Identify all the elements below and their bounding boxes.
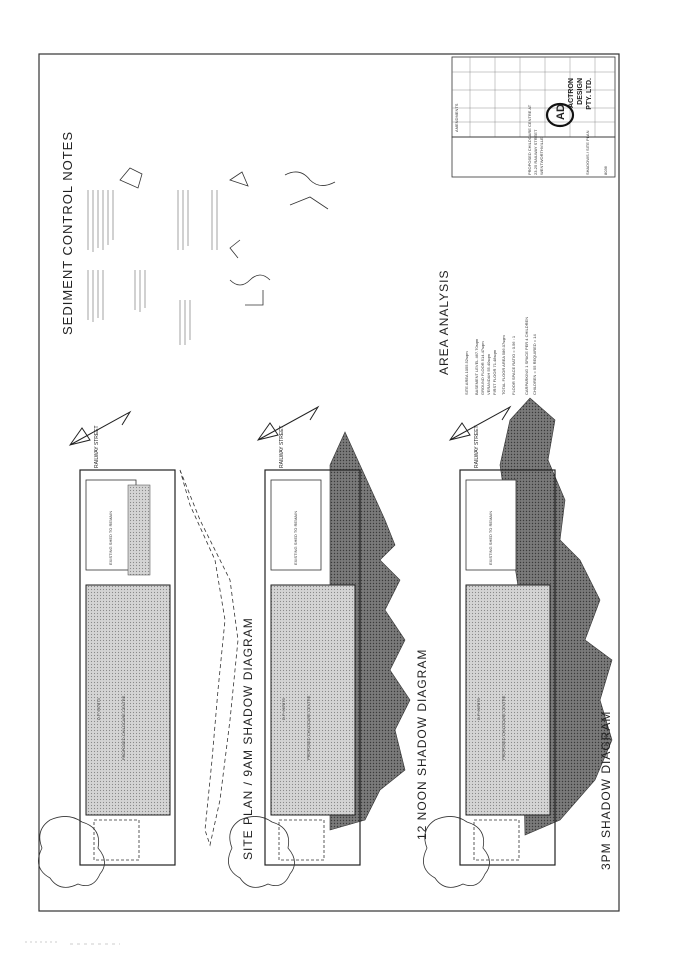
north-arrow-icon (256, 405, 320, 441)
existing-shed-label: EXISTING SHED TO REMAIN (293, 511, 298, 565)
lot-label: D.P. 667873 (281, 698, 286, 720)
area-row: FLOOR SPACE RATIO = 0.56 : 1 (511, 335, 516, 395)
proposed-building (465, 584, 551, 816)
company-name-line3: PTY. LTD. (586, 78, 593, 110)
basement-outline (473, 819, 520, 861)
drawing-title: SHADOWS / SITE PLAN (585, 130, 590, 175)
area-analysis-heading: AREA ANALYSIS (437, 270, 451, 376)
sediment-control-heading: SEDIMENT CONTROL NOTES (60, 131, 75, 335)
tree-canopy-icon (228, 816, 295, 888)
logo-letters: AD (555, 104, 567, 120)
project-line1: PROPOSED CHILDCARE CENTRE AT (527, 104, 532, 175)
existing-shed (85, 479, 137, 571)
building-label: PROPOSED CHILDCARE CENTRE (121, 695, 126, 760)
existing-shed (465, 479, 517, 571)
tree-canopy-icon (38, 816, 105, 888)
area-row: GROUND FLOOR 514.47sqm (480, 341, 485, 395)
sheet-number: 8036 (603, 165, 608, 175)
area-row: CARPARKING 1 SPACE PER 4 CHILDREN (524, 317, 529, 395)
lot-label: D.P. 667873 (96, 698, 101, 720)
diagram-caption: 12 NOON SHADOW DIAGRAM (415, 649, 429, 840)
existing-shed-label: EXISTING SHED TO REMAIN (488, 511, 493, 565)
site-boundary (264, 469, 361, 866)
notes-area: SEDIMENT CONTROL NOTES AREA ANALY (60, 131, 537, 395)
basement-outline (93, 819, 140, 861)
project-line3: WENTWORTHVILLE (539, 137, 544, 175)
sediment-notes-text (87, 190, 218, 345)
proposed-building (85, 584, 171, 816)
sediment-detail-sketches (119, 167, 336, 306)
amendments-heading: AMENDMENTS (454, 103, 459, 132)
lot-label: D.P. 667873 (476, 698, 481, 720)
area-row: SITE AREA 1055.52sqm (464, 351, 469, 395)
driveway-hatch (127, 484, 151, 576)
company-name-line2: DESIGN (577, 78, 584, 105)
existing-shed-label: EXISTING SHED TO REMAIN (108, 511, 113, 565)
scan-artifacts (25, 941, 120, 945)
diagram-caption: SITE PLAN / 9AM SHADOW DIAGRAM (241, 617, 255, 860)
north-arrow-icon (68, 410, 132, 446)
tree-canopy-icon (423, 816, 490, 888)
shadow-diagram-3pm: RAILWAY STREET EXISTING SHED TO REMAIN D… (423, 397, 613, 888)
title-block: AD ACTRON DESIGN PTY. LTD. AMENDMENTS PR… (451, 56, 616, 178)
building-label: PROPOSED CHILDCARE CENTRE (501, 695, 506, 760)
area-analysis-table: SITE AREA 1055.52sqm BASEMENT LEVEL 467.… (464, 317, 537, 395)
project-line2: 23-25 RAILWAY STREET (533, 129, 538, 175)
shadow-outline-9am (179, 469, 239, 847)
building-label: PROPOSED CHILDCARE CENTRE (306, 695, 311, 760)
street-label: RAILWAY STREET (279, 425, 285, 468)
company-name-line1: ACTRON (568, 78, 575, 108)
area-row: FIRST FLOOR 71.48sqm (492, 349, 497, 395)
existing-shed (270, 479, 322, 571)
street-label: RAILWAY STREET (474, 425, 480, 468)
basement-outline (278, 819, 325, 861)
site-boundary (79, 469, 176, 866)
area-row: BASEMENT LEVEL 467.70sqm (474, 338, 479, 395)
actron-logo-icon (545, 102, 575, 128)
area-row: TOTAL FLOOR AREA 586.07sqm (501, 335, 506, 395)
street-label: RAILWAY STREET (94, 425, 100, 468)
north-arrow-icon (448, 405, 512, 441)
shadow-diagram-9am: RAILWAY STREET EXISTING SHED TO REMAIN D… (38, 410, 255, 888)
proposed-building (270, 584, 356, 816)
area-row: VERANDAH 55.40sqm (486, 353, 491, 395)
diagram-caption: 3PM SHADOW DIAGRAM (599, 711, 613, 870)
shadow-diagram-12noon: RAILWAY STREET EXISTING SHED TO REMAIN D… (228, 405, 429, 888)
sheet-border (38, 53, 620, 912)
site-boundary (459, 469, 556, 866)
area-row: CHILDREN = 55 REQUIRED = 14 (532, 334, 537, 395)
